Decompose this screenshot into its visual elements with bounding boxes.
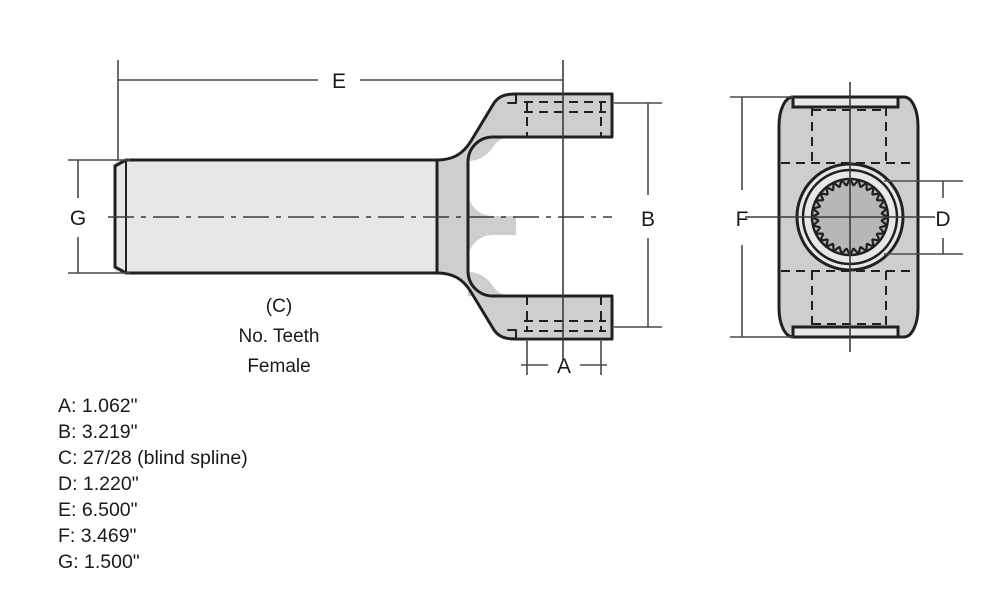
- side-elevation-view: [108, 60, 614, 360]
- dimension-b: B: [612, 102, 662, 328]
- legend-row-a: A: 1.062": [58, 395, 138, 417]
- spline-note-line1: (C): [266, 296, 292, 317]
- spline-note-line2: No. Teeth: [239, 326, 320, 347]
- yoke-lower-outer-edge: [435, 271, 614, 341]
- dim-b-label: B: [641, 208, 655, 231]
- legend-row-d: D: 1.220": [58, 473, 139, 495]
- spline-note-block: (C) No. Teeth Female: [239, 296, 320, 377]
- top-ear-notch: [507, 93, 517, 104]
- legend-row-b: B: 3.219": [58, 421, 138, 443]
- bottom-ear-outline: [514, 294, 614, 341]
- dim-a-label: A: [557, 355, 571, 378]
- dimension-d: D: [884, 180, 963, 255]
- dim-g-label: G: [70, 207, 86, 230]
- legend-row-e: E: 6.500": [58, 499, 138, 521]
- yoke-upper-outer-edge: [435, 92, 614, 162]
- dim-e-label: E: [332, 70, 346, 93]
- dimension-e: E: [117, 60, 563, 160]
- dim-d-label: D: [935, 208, 950, 231]
- dimension-g: G: [68, 159, 130, 274]
- top-ear-outline: [514, 92, 614, 139]
- dimension-a: A: [521, 339, 607, 378]
- dim-f-label: F: [736, 208, 749, 231]
- legend-row-c: C: 27/28 (blind spline): [58, 447, 248, 469]
- end-view-bottom-cap: [791, 325, 900, 339]
- legend-row-g: G: 1.500": [58, 551, 140, 573]
- bottom-ear-notch: [507, 329, 517, 340]
- end-view-top-cap: [791, 95, 900, 109]
- legend-row-f: F: 3.469": [58, 525, 137, 547]
- dimension-legend: A: 1.062" B: 3.219" C: 27/28 (blind spli…: [58, 395, 248, 573]
- end-elevation-view: [745, 82, 935, 352]
- spline-note-line3: Female: [247, 356, 310, 377]
- dimension-f: F: [730, 96, 793, 338]
